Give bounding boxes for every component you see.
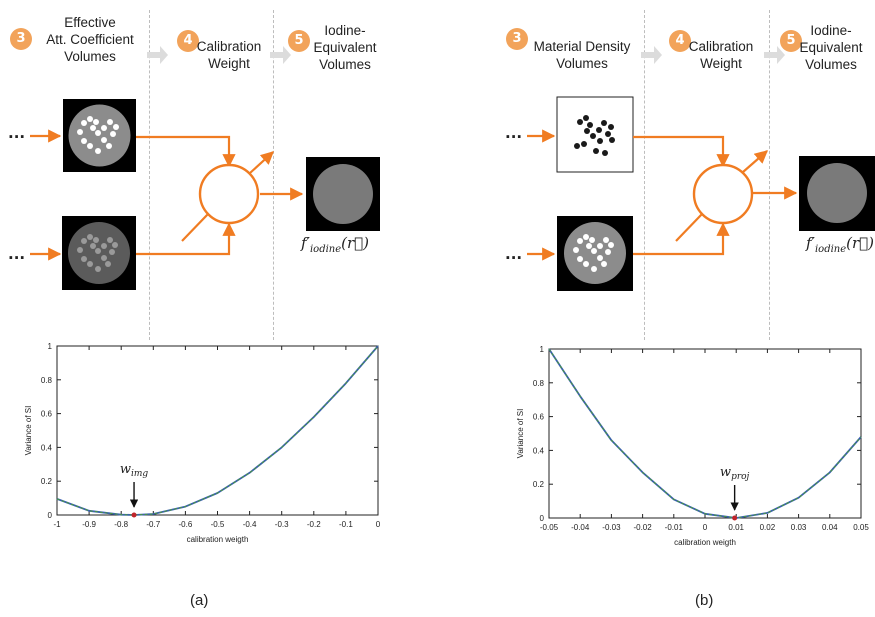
series-line — [548, 348, 862, 519]
stage-chevron-icon — [764, 46, 785, 64]
step-badge: 3 — [506, 28, 528, 50]
x-axis-label: calibration weigth — [674, 538, 736, 547]
x-tick-label: -0.3 — [275, 520, 289, 529]
ellipsis: ... — [8, 245, 26, 263]
x-tick-label: -0.04 — [571, 523, 590, 532]
plot-frame — [56, 345, 379, 516]
x-tick-label: -0.03 — [602, 523, 621, 532]
minimum-label: wproj — [720, 465, 750, 482]
step-label: Effective Att. Coefficient Volumes — [46, 15, 134, 64]
y-tick-label: 0 — [540, 514, 545, 523]
volume-image-top — [556, 96, 634, 173]
y-tick-label: 0.2 — [41, 477, 53, 486]
volume-image-top — [63, 99, 136, 172]
step-label: Iodine- Equivalent Volumes — [313, 23, 377, 72]
variance-chart-b: -0.05 -0.04 -0.03 -0.02 -0.01 0 0.01 0.02 0.03 0.… — [516, 345, 869, 547]
x-tick-label: -0.8 — [114, 520, 128, 529]
flow-arrows — [30, 129, 304, 261]
weight-node — [198, 163, 260, 225]
minimum-label: wimg — [120, 462, 149, 479]
y-axis-label: Variance of SI — [516, 409, 525, 459]
y-tick-label: 0.8 — [41, 376, 53, 385]
y-tick-label: 0.4 — [41, 443, 53, 452]
volume-image-bottom — [557, 216, 633, 291]
ellipsis: ... — [8, 124, 26, 142]
x-tick-label: -0.1 — [339, 520, 353, 529]
y-tick-label: 0.8 — [533, 379, 545, 388]
stage-divider — [769, 10, 770, 340]
minimum-marker — [131, 512, 137, 518]
y-tick-label: 0.2 — [533, 480, 545, 489]
y-tick-label: 0.6 — [41, 410, 53, 419]
x-tick-label: -0.01 — [665, 523, 684, 532]
x-tick-label: 0.05 — [853, 523, 869, 532]
x-tick-label: 0 — [703, 523, 708, 532]
stage-divider — [644, 10, 645, 340]
stage-chevron-icon — [147, 46, 168, 64]
step-label: Calibration Weight — [196, 39, 262, 71]
output-label: f′iodine(r⃗) — [301, 234, 370, 255]
caption: (a) — [190, 592, 209, 609]
flow-arrows — [527, 129, 798, 261]
series-line — [56, 345, 379, 516]
y-tick-label: 1 — [540, 345, 545, 354]
variance-chart-a: -1 -0.9 -0.8 -0.7 -0.6 -0.5 -0.4 -0.3 -0.2 -0.1 0 0… — [24, 342, 381, 544]
caption: (b) — [695, 592, 714, 609]
x-tick-label: -0.2 — [307, 520, 321, 529]
x-axis-label: calibration weigth — [187, 535, 249, 544]
step-badge: 4 — [669, 30, 691, 52]
x-tick-label: 0 — [376, 520, 381, 529]
y-tick-label: 0 — [48, 511, 53, 520]
x-tick-label: -1 — [53, 520, 61, 529]
x-tick-label: -0.05 — [540, 523, 559, 532]
step-label: Calibration Weight — [688, 39, 754, 71]
step-badge: 5 — [288, 30, 310, 52]
minimum-marker — [732, 515, 738, 521]
weight-node — [692, 163, 754, 225]
y-axis-label: Variance of SI — [24, 406, 33, 456]
x-tick-label: -0.4 — [243, 520, 257, 529]
x-tick-label: -0.7 — [146, 520, 160, 529]
plot-frame — [548, 348, 862, 519]
x-tick-label: -0.02 — [633, 523, 652, 532]
ellipsis: ... — [505, 245, 523, 263]
volume-image-bottom — [62, 216, 136, 290]
step-label: Iodine- Equivalent Volumes — [799, 23, 863, 72]
y-tick-label: 0.6 — [533, 413, 545, 422]
x-tick-label: -0.6 — [179, 520, 193, 529]
output-volume-image — [799, 156, 875, 231]
y-tick-label: 1 — [48, 342, 53, 351]
stage-divider — [149, 10, 150, 340]
step-badge: 5 — [780, 30, 802, 52]
x-tick-label: 0.02 — [760, 523, 776, 532]
x-tick-label: 0.03 — [791, 523, 807, 532]
step-label: Material Density Volumes — [533, 39, 631, 71]
x-tick-label: 0.04 — [822, 523, 838, 532]
step-badge: 3 — [10, 28, 32, 50]
output-volume-image — [306, 157, 380, 231]
stage-chevron-icon — [641, 46, 662, 64]
y-tick-label: 0.4 — [533, 446, 545, 455]
x-tick-label: 0.01 — [728, 523, 744, 532]
x-tick-label: -0.5 — [211, 520, 225, 529]
output-label: f′iodine(r⃗) — [806, 234, 875, 255]
stage-chevron-icon — [270, 46, 291, 64]
stage-divider — [273, 10, 274, 340]
x-tick-label: -0.9 — [82, 520, 96, 529]
step-badge: 4 — [177, 30, 199, 52]
ellipsis: ... — [505, 124, 523, 142]
